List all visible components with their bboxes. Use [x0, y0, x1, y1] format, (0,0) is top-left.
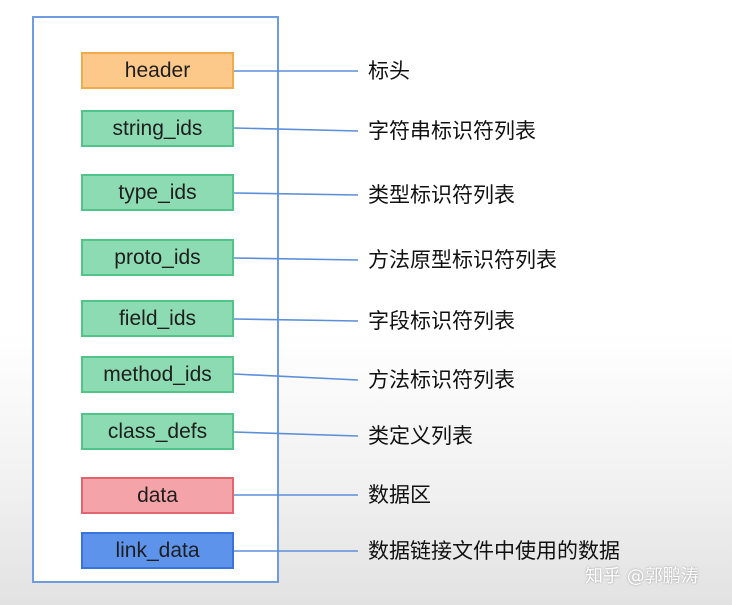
- connector-type-ids: [233, 192, 359, 196]
- block-header: header: [81, 52, 234, 89]
- watermark: 知乎 @郭鹏涛: [585, 566, 699, 587]
- desc-string-ids: 字符串标识符列表: [368, 119, 536, 143]
- block-link-data: link_data: [81, 532, 234, 569]
- desc-proto-ids: 方法原型标识符列表: [368, 248, 557, 272]
- desc-field-ids: 字段标识符列表: [368, 309, 515, 333]
- connector-proto-ids: [233, 257, 359, 261]
- block-field-ids: field_ids: [81, 300, 234, 337]
- desc-type-ids: 类型标识符列表: [368, 183, 515, 207]
- desc-class-defs: 类定义列表: [368, 424, 473, 448]
- connector-method-ids: [233, 373, 359, 381]
- connector-class-defs: [233, 431, 359, 437]
- connector-string-ids: [233, 127, 359, 132]
- connector-field-ids: [233, 318, 359, 322]
- desc-method-ids: 方法标识符列表: [368, 368, 515, 392]
- block-method-ids: method_ids: [81, 356, 234, 393]
- block-proto-ids: proto_ids: [81, 239, 234, 276]
- block-data: data: [81, 477, 234, 514]
- block-string-ids: string_ids: [81, 110, 234, 147]
- block-class-defs: class_defs: [81, 413, 234, 450]
- desc-data: 数据区: [368, 483, 431, 507]
- desc-header: 标头: [368, 59, 410, 83]
- block-type-ids: type_ids: [81, 174, 234, 211]
- desc-link-data: 数据链接文件中使用的数据: [368, 539, 620, 563]
